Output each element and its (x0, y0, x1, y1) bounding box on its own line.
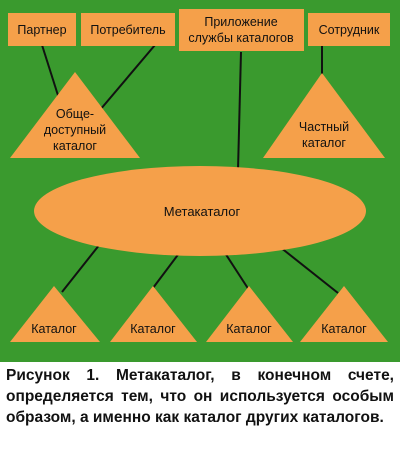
connectors (41, 44, 339, 294)
private-catalog: Частный каталог (263, 73, 385, 158)
bottom-catalog-1: Каталог (10, 286, 100, 342)
top-box-partner-label: Партнер (17, 23, 66, 37)
bottom-catalog-2-label: Каталог (130, 322, 176, 336)
bottom-catalog-2-triangle (110, 286, 197, 342)
edge-metacatalog-catalog-4 (279, 246, 339, 294)
bottom-catalog-1-label: Каталог (31, 322, 77, 336)
private-catalog-triangle (263, 73, 385, 158)
top-box-employee-label: Сотрудник (319, 23, 380, 37)
figure-caption-text: Метакаталог, в конечном счете, определяе… (6, 367, 394, 426)
bottom-catalog-4: Каталог (300, 286, 388, 342)
bottom-catalog-1-triangle (10, 286, 100, 342)
bottom-catalog-3: Каталог (206, 286, 293, 342)
edge-app-metacatalog (237, 51, 242, 171)
bottom-catalog-4-label: Каталог (321, 322, 367, 336)
top-box-consumer-label: Потребитель (90, 23, 165, 37)
top-box-catalog-service-app-label-line-1: Приложение (204, 15, 277, 29)
public-catalog-label-line-2: доступный (44, 123, 106, 137)
edge-metacatalog-catalog-3 (224, 252, 250, 291)
top-box-catalog-service-app-shape (179, 9, 304, 51)
public-catalog-label-line-3: каталог (53, 139, 97, 153)
public-catalog: Обще- доступный каталог (10, 72, 140, 158)
top-box-partner-shape (8, 13, 76, 46)
public-catalog-label-line-1: Обще- (56, 107, 94, 121)
edge-metacatalog-catalog-1 (61, 243, 101, 293)
figure-caption: Рисунок 1. Метакаталог, в конечном счете… (6, 365, 394, 428)
top-box-consumer-shape (81, 13, 175, 46)
bottom-catalog-2: Каталог (110, 286, 197, 342)
top-box-catalog-service-app-label-line-2: службы каталогов (188, 31, 294, 45)
metacatalog-diagram: Партнер Потребитель Приложение службы ка… (0, 0, 400, 362)
top-box-employee: Сотрудник (308, 13, 390, 46)
edge-consumer-public-catalog (99, 44, 156, 111)
top-box-employee-shape (308, 13, 390, 46)
edge-metacatalog-catalog-2 (149, 251, 181, 293)
metacatalog: Метакаталог (34, 166, 366, 256)
top-box-partner: Партнер (8, 13, 76, 46)
top-box-catalog-service-app: Приложение службы каталогов (179, 9, 304, 51)
bottom-catalog-4-triangle (300, 286, 388, 342)
private-catalog-label-line-2: каталог (302, 136, 346, 150)
top-box-consumer: Потребитель (81, 13, 175, 46)
figure-caption-prefix: Рисунок 1. (6, 367, 100, 384)
bottom-catalog-3-label: Каталог (226, 322, 272, 336)
metacatalog-ellipse (34, 166, 366, 256)
metacatalog-label: Метакаталог (164, 204, 241, 219)
bottom-catalog-3-triangle (206, 286, 293, 342)
public-catalog-triangle (10, 72, 140, 158)
private-catalog-label-line-1: Частный (299, 120, 349, 134)
